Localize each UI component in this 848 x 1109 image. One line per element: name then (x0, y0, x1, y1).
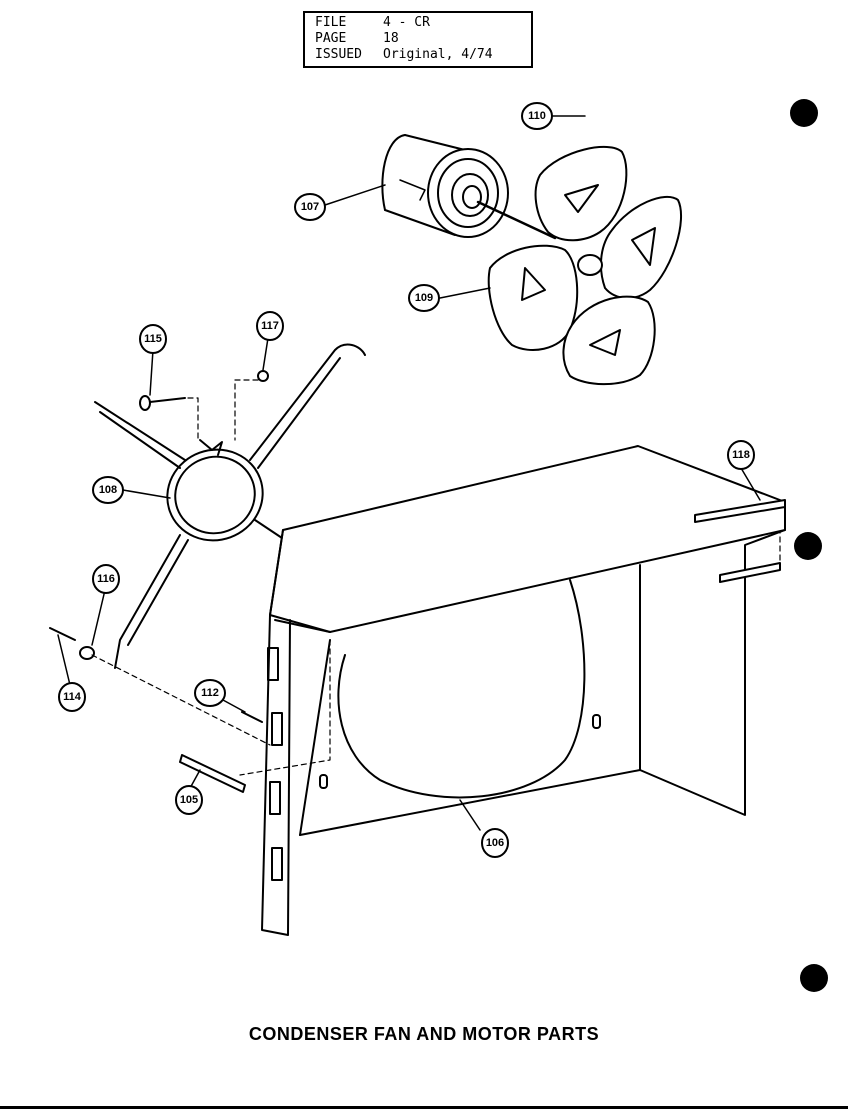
callout-118-label: 118 (732, 449, 750, 461)
callout-114-label: 114 (63, 691, 82, 703)
callout-114: 114 (58, 682, 86, 712)
file-info-box: FILE 4 - CR PAGE 18 ISSUED Original, 4/7… (303, 11, 533, 68)
callout-115: 115 (139, 324, 167, 354)
issued-value: Original, 4/74 (383, 47, 493, 62)
page-value: 18 (383, 31, 399, 46)
punch-hole-top (790, 99, 818, 127)
punch-hole-bottom (800, 964, 828, 992)
fastener-112 (241, 711, 263, 723)
bottom-border (0, 1106, 848, 1109)
callout-115-label: 115 (144, 333, 162, 345)
callout-116: 116 (92, 564, 120, 594)
fan-motor (381, 134, 557, 240)
callout-108: 108 (92, 476, 124, 504)
motor-mount (94, 343, 366, 669)
issued-row: ISSUED Original, 4/74 (315, 47, 531, 63)
screw-115 (139, 395, 186, 411)
callout-116-label: 116 (97, 573, 115, 585)
callout-109-label: 109 (415, 292, 433, 304)
punch-hole-middle (794, 532, 822, 560)
nut-117 (257, 370, 269, 382)
callout-107-label: 107 (301, 201, 319, 213)
callout-109: 109 (408, 284, 440, 312)
callout-118: 118 (727, 440, 755, 470)
dashed-leaders (91, 379, 781, 776)
bracket-118 (694, 499, 786, 583)
file-label: FILE (315, 15, 347, 30)
page-row: PAGE 18 (315, 31, 531, 47)
strip-105 (179, 754, 246, 793)
diagram-caption: CONDENSER FAN AND MOTOR PARTS (248, 1024, 600, 1044)
callout-112-label: 112 (201, 687, 219, 699)
fan-blade (487, 145, 682, 386)
washer-116 (79, 646, 95, 660)
callout-105-label: 105 (180, 794, 198, 806)
callout-110: 110 (521, 102, 553, 130)
callout-112: 112 (194, 679, 226, 707)
fan-shroud-panel (261, 445, 786, 936)
callout-107: 107 (294, 193, 326, 221)
callout-108-label: 108 (99, 484, 117, 496)
screw-114 (49, 627, 76, 641)
file-value: 4 - CR (383, 15, 430, 30)
callout-106-label: 106 (486, 837, 504, 849)
callout-105: 105 (175, 785, 203, 815)
callout-110-label: 110 (528, 110, 546, 122)
callout-leaders (57, 115, 761, 831)
file-row: FILE 4 - CR (315, 15, 531, 31)
callout-117-label: 117 (261, 320, 279, 332)
issued-label: ISSUED (315, 47, 362, 62)
callout-106: 106 (481, 828, 509, 858)
page-label: PAGE (315, 31, 347, 46)
callout-117: 117 (256, 311, 284, 341)
